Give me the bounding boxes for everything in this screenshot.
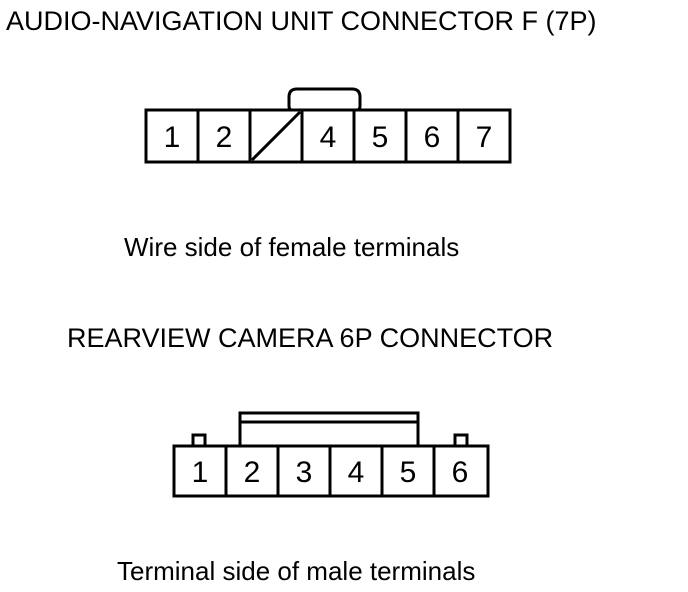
camera-connector-title: REARVIEW CAMERA 6P CONNECTOR (67, 323, 553, 353)
connector-f-lock-tab (287, 87, 362, 112)
camera-connector-pin-3: 3 (296, 456, 313, 489)
camera-connector-housing (238, 411, 420, 449)
connector-f-pin-7: 7 (476, 121, 493, 154)
camera-connector-pin-6: 6 (452, 456, 469, 489)
camera-connector: 1 2 3 4 5 6 (172, 411, 490, 498)
connector-f-pin-5: 5 (372, 121, 389, 154)
connector-f-pin-4: 4 (320, 121, 337, 154)
connector-f: 1 2 4 5 6 7 (144, 87, 512, 164)
camera-connector-caption: Terminal side of male terminals (117, 556, 475, 586)
camera-connector-pin-4: 4 (348, 456, 365, 489)
camera-connector-pin-1: 1 (192, 456, 209, 489)
connector-f-caption: Wire side of female terminals (124, 232, 459, 262)
camera-connector-pin-2: 2 (244, 456, 261, 489)
connector-f-body (144, 108, 512, 164)
connector-f-pin-2: 2 (216, 121, 233, 154)
connector-f-pin-6: 6 (424, 121, 441, 154)
camera-connector-pin-5: 5 (400, 456, 417, 489)
connector-f-pin-1: 1 (164, 121, 181, 154)
connector-f-empty-cavity-slash (250, 110, 302, 162)
connector-f-title: AUDIO-NAVIGATION UNIT CONNECTOR F (7P) (6, 6, 597, 36)
